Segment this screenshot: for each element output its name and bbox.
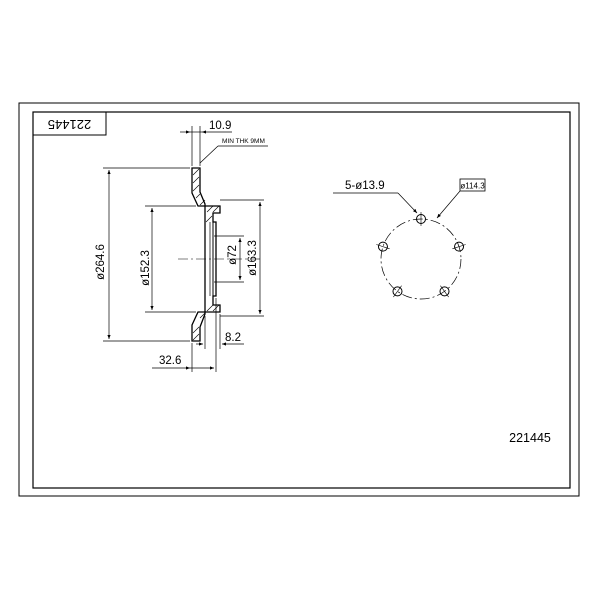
dim-hat-height	[152, 298, 217, 372]
bolt-hole-centerline	[393, 285, 402, 298]
min-thickness-note: MIN THK 9MM	[222, 138, 265, 145]
bolt-hole-centerline	[452, 244, 466, 250]
title-block: 221445	[32, 111, 107, 136]
sheet-border-outer	[18, 102, 580, 497]
title-block-part-number: 221445	[48, 117, 91, 132]
bolt-hole	[439, 286, 450, 297]
footer-part-number: 221445	[509, 431, 551, 445]
dim-center-bore-label: ø72	[227, 245, 239, 265]
section-hatching	[192, 168, 220, 341]
bolt-hole	[454, 241, 465, 252]
bolt-hole	[392, 286, 403, 297]
dim-flange-offset	[196, 314, 244, 349]
bolt-holes-label: 5-ø13.9	[345, 180, 385, 192]
dim-rotor-thickness	[180, 126, 232, 166]
dim-hat-diameter-label: ø152.3	[140, 250, 152, 286]
dim-hat-height-label: 32.6	[159, 355, 181, 367]
min-thickness-leader	[199, 145, 268, 164]
dim-flange-diameter	[220, 199, 264, 317]
sheet-border-inner	[32, 111, 571, 489]
bolt-hole	[377, 241, 388, 252]
dim-center-bore	[214, 235, 244, 283]
bolt-hole-centerline	[376, 244, 390, 250]
bolt-holes	[376, 212, 466, 298]
dim-outer-diameter	[103, 167, 190, 342]
pcd-circle	[380, 218, 462, 300]
pcd-label: ø114.3	[460, 182, 485, 191]
dim-outer-diameter-label: ø264.6	[95, 244, 107, 280]
dim-hat-diameter	[145, 205, 196, 313]
dim-flange-offset-label: 8.2	[225, 332, 241, 344]
dim-flange-diameter-label: ø163.3	[247, 240, 259, 276]
bolt-pattern-view	[333, 178, 486, 300]
dim-rotor-thickness-label: 10.9	[209, 120, 231, 132]
section-view	[178, 167, 262, 342]
pcd-callout-box	[459, 178, 486, 192]
bolt-hole-centerline	[440, 285, 449, 298]
